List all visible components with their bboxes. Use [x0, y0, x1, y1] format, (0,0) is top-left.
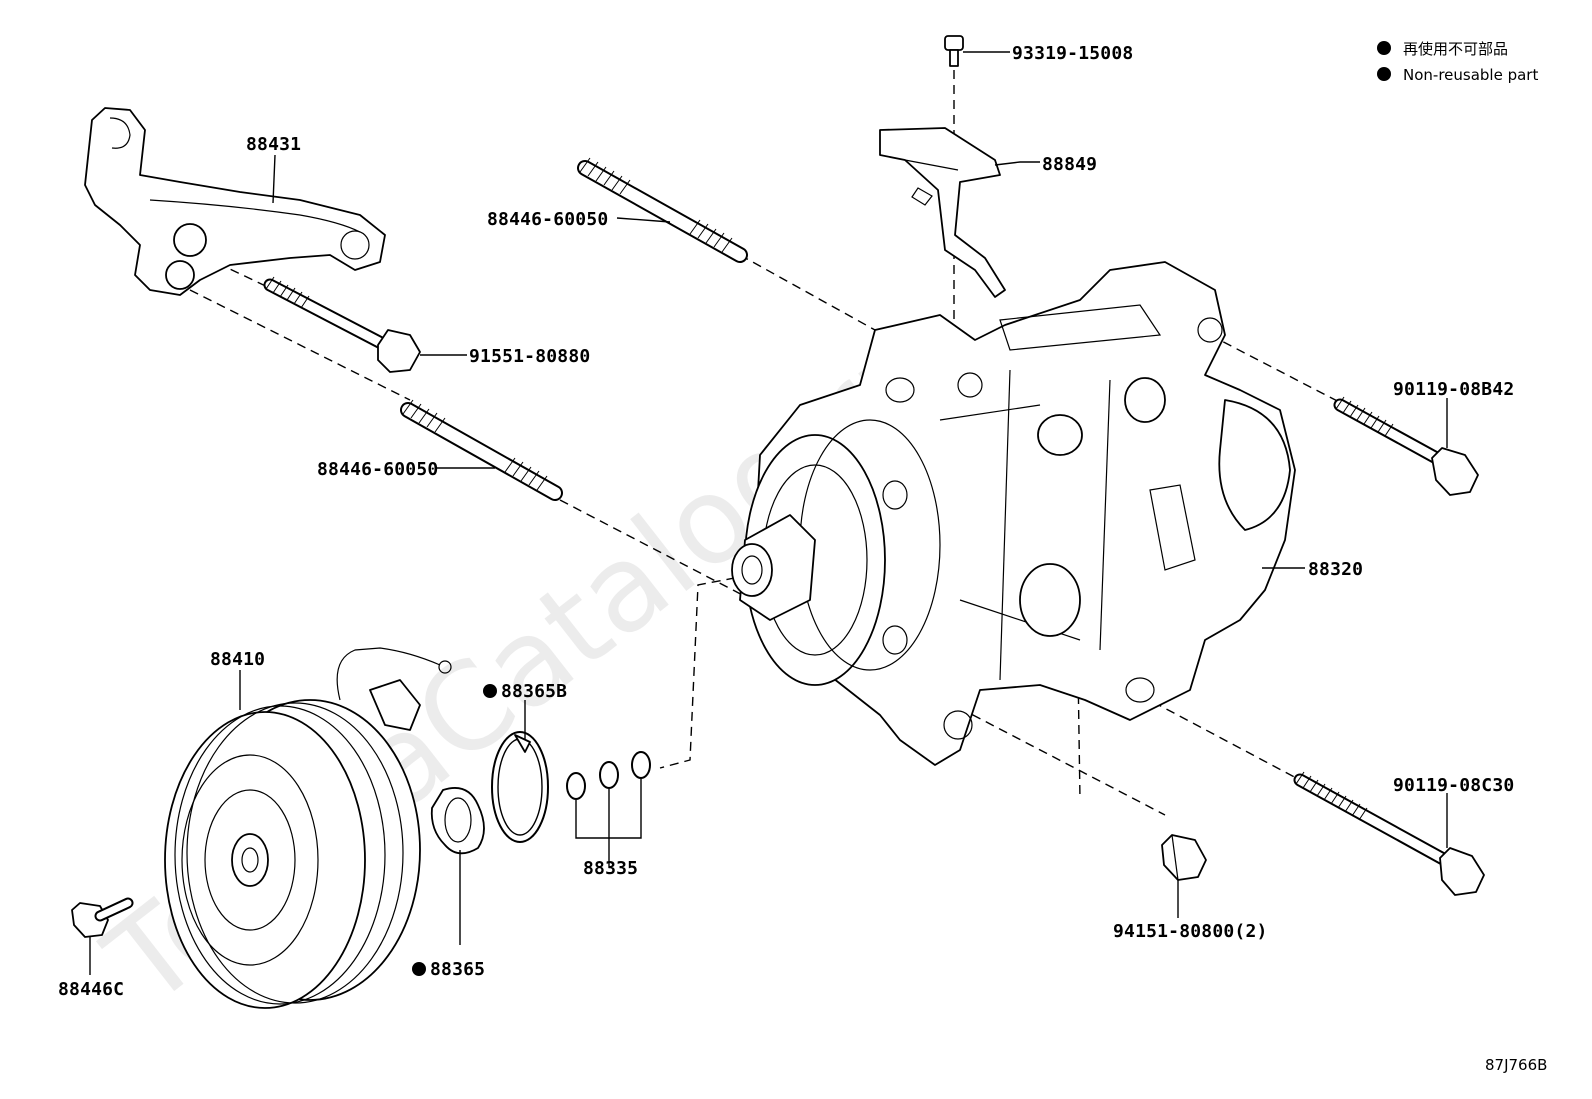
label-88431: 88431: [246, 134, 301, 155]
leader-lines: [89, 51, 1448, 975]
label-91551-80880: 91551-80880: [469, 346, 590, 367]
label-88365: 88365: [430, 959, 485, 980]
label-93319-15008: 93319-15008: [1012, 43, 1133, 64]
stud-lower: [400, 399, 563, 501]
legend-japanese: 再使用不可部品: [1403, 40, 1508, 58]
non-reusable-dot-icon: [1377, 41, 1391, 55]
bolt-88446c: [71, 897, 134, 938]
label-88849: 88849: [1042, 154, 1097, 175]
bracket-arm-88431: [84, 107, 386, 296]
snap-ring-88365b: [491, 731, 549, 843]
legend-english: Non-reusable part: [1403, 66, 1538, 84]
compressor-88320: [731, 261, 1296, 766]
label-88446c: 88446C: [58, 979, 124, 1000]
label-88410: 88410: [210, 649, 265, 670]
diagram-code: 87J766B: [1485, 1056, 1547, 1074]
label-90119-08b42: 90119-08B42: [1393, 379, 1514, 400]
non-reusable-dot-icon: [483, 684, 497, 698]
bolt-93319: [944, 35, 964, 67]
washer-88365: [430, 787, 485, 855]
label-94151-80800: 94151-80800(2): [1113, 921, 1268, 942]
label-88365b: 88365B: [501, 681, 567, 702]
label-88446-60050-lower: 88446-60050: [317, 459, 438, 480]
bracket-88849: [879, 127, 1006, 298]
non-reusable-dot-icon: [412, 962, 426, 976]
nut-94151: [1161, 834, 1207, 881]
bolt-91551: [263, 276, 421, 373]
legend: 再使用不可部品 Non-reusable part: [1377, 40, 1538, 84]
bolt-90119-b42: [1333, 396, 1479, 496]
part-labels: 93319-15008 88849 88431 88446-60050 9155…: [58, 43, 1514, 1000]
label-88335: 88335: [583, 858, 638, 879]
pulley-88410: [164, 647, 452, 1009]
bolt-90119-c30: [1293, 771, 1485, 896]
stud-upper: [577, 157, 748, 263]
label-88446-60050-upper: 88446-60050: [487, 209, 608, 230]
label-88320: 88320: [1308, 559, 1363, 580]
label-90119-08c30: 90119-08C30: [1393, 775, 1514, 796]
non-reusable-dot-icon: [1377, 67, 1391, 81]
